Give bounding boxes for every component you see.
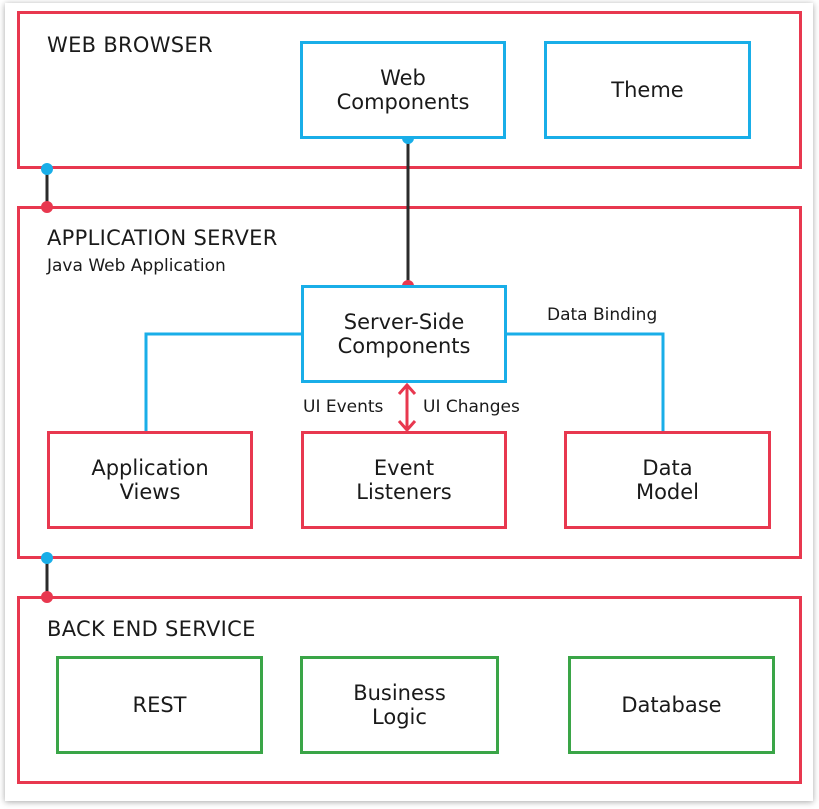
database-box: Database	[568, 656, 775, 754]
web-components-box: Web Components	[300, 41, 506, 139]
data-binding-label: Data Binding	[547, 305, 658, 325]
views-link	[144, 332, 302, 432]
server-backend-client-dot	[41, 552, 53, 564]
ui-changes-label: UI Changes	[423, 397, 520, 417]
events-arrow-head-down	[397, 420, 417, 433]
rest-box: REST	[56, 656, 263, 754]
ui-events-label: UI Events	[303, 397, 384, 417]
data-model-box: Data Model	[564, 431, 771, 529]
business-logic-box: Business Logic	[300, 656, 499, 754]
web-browser-title: WEB BROWSER	[47, 33, 213, 57]
data-binding-link	[506, 332, 665, 432]
back-end-service-title: BACK END SERVICE	[47, 617, 256, 641]
browser-server-client-dot	[41, 163, 53, 175]
back-end-service-layer	[17, 596, 802, 784]
application-server-title: APPLICATION SERVER	[47, 226, 278, 250]
server-side-components-box: Server-Side Components	[301, 285, 507, 383]
application-views-box: Application Views	[47, 431, 253, 529]
application-server-subtitle: Java Web Application	[47, 256, 226, 276]
theme-box: Theme	[544, 41, 751, 139]
events-arrow-head-up	[397, 382, 417, 395]
server-backend-server-dot	[41, 591, 53, 603]
browser-server-server-dot	[41, 201, 53, 213]
event-listeners-box: Event Listeners	[301, 431, 507, 529]
